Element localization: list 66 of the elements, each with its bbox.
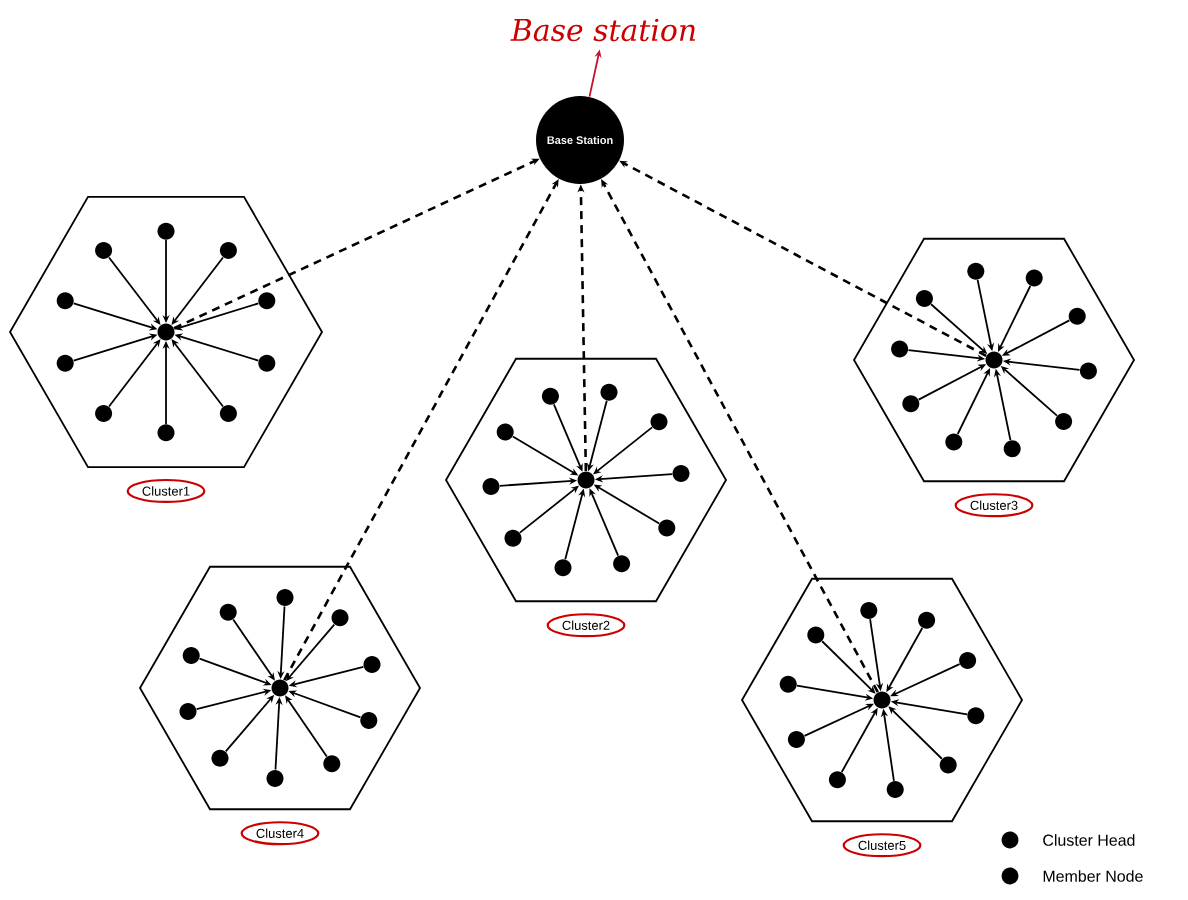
member-node-dot [219, 405, 237, 423]
member-node-dot [360, 711, 378, 729]
member-node-dot [600, 383, 618, 401]
member-node-dot [266, 769, 284, 787]
member-node-dot [554, 559, 572, 577]
member-node-dot [860, 601, 878, 619]
member-node-dot [504, 529, 522, 547]
member-node-dot [807, 626, 825, 644]
member-node-dot [779, 675, 797, 693]
member-node-dot [179, 702, 197, 720]
handwritten-note: Base station [510, 18, 696, 42]
cluster-head-dot [873, 691, 891, 709]
member-node-dot [967, 707, 985, 725]
member-node-dot [482, 477, 500, 495]
member-node-dot [363, 656, 381, 674]
cluster-head-dot [577, 471, 595, 489]
member-node-dot [886, 781, 904, 799]
cluster-head-dot [985, 351, 1003, 369]
member-node-dot [541, 387, 559, 405]
arrow [171, 256, 224, 325]
member-node-dot [276, 589, 294, 607]
member-node-dot [650, 413, 668, 431]
arrow [803, 703, 874, 737]
member-node-dot [1025, 269, 1043, 287]
member-node-dot [182, 647, 200, 665]
member-node-dot [959, 651, 977, 669]
member-node-dot [211, 749, 229, 767]
member-node-dot [258, 292, 276, 310]
member-node-dot [939, 756, 957, 774]
member-node-dot [157, 424, 175, 442]
arrow [108, 256, 161, 325]
member-node-dot [95, 405, 113, 423]
arrow [601, 179, 879, 693]
member-node-dot [672, 465, 690, 483]
arrow [821, 640, 876, 694]
member-node-dot [258, 354, 276, 372]
member-node-dot [945, 433, 963, 451]
member-node-dot [1079, 362, 1097, 380]
member-node-dot [219, 241, 237, 259]
member-node-dot [902, 395, 920, 413]
member-node-dot [658, 519, 676, 537]
arrow [888, 706, 943, 760]
member-node-dot [1068, 307, 1086, 325]
member-node-dot [219, 603, 237, 621]
arrow [108, 339, 161, 408]
member-node-dot [918, 611, 936, 629]
member-node-dot [323, 755, 341, 773]
member-node-dot [95, 241, 113, 259]
member-node-dot [56, 292, 74, 310]
arrow [890, 663, 961, 697]
member-node-dot [331, 609, 349, 627]
arrow [956, 368, 991, 435]
member-node-dot [1055, 413, 1073, 431]
member-node-dot [915, 289, 933, 307]
member-node-dot [613, 555, 631, 573]
cluster-head-dot [157, 323, 175, 341]
member-node-dot [496, 423, 514, 441]
member-node-dot [157, 222, 175, 240]
member-node-dot [56, 354, 74, 372]
member-node-dot [891, 340, 909, 358]
arrow [171, 339, 224, 408]
cluster-head-dot [271, 679, 289, 697]
member-node-dot [967, 262, 985, 280]
member-node-dot [787, 731, 805, 749]
member-node-dot [828, 771, 846, 789]
member-node-dot [1003, 440, 1021, 458]
